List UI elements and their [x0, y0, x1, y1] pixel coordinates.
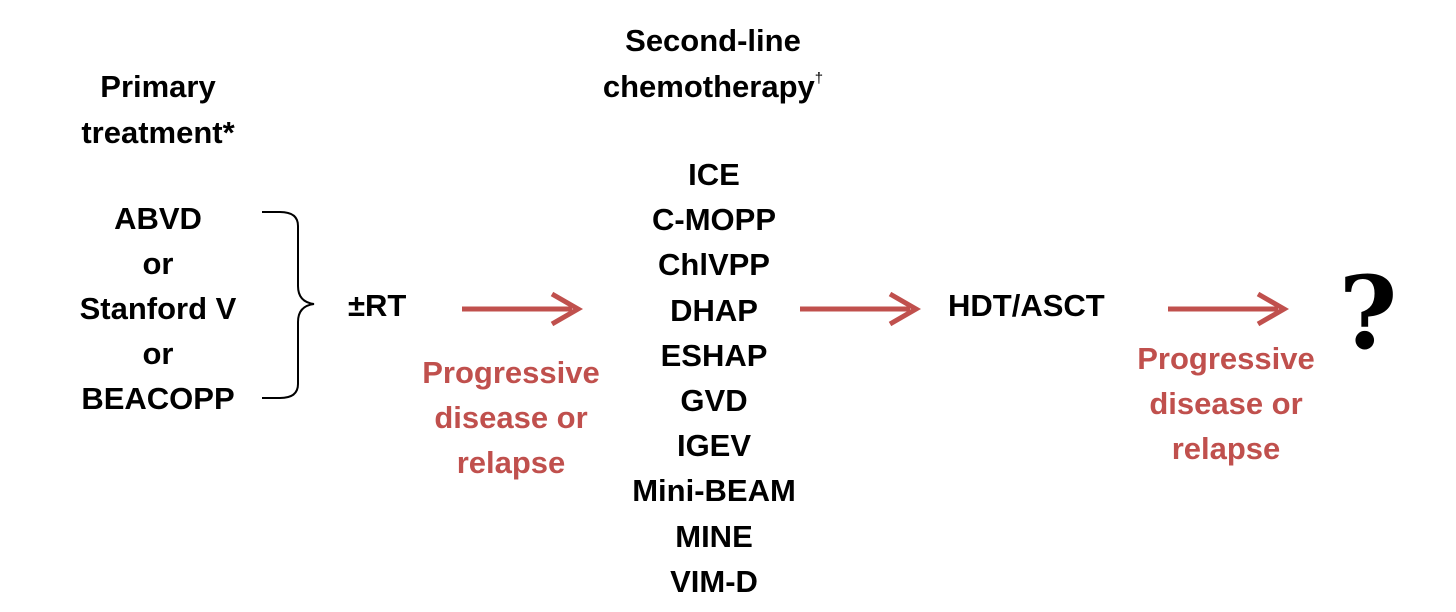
regimen-item: MINE	[675, 518, 753, 554]
primary-bracket	[262, 211, 315, 399]
primary-heading-line: Primary	[100, 69, 216, 104]
primary-option: Stanford V	[79, 291, 237, 326]
second-line-heading-line: Second-line	[625, 23, 801, 58]
progression-line: relapse	[456, 445, 566, 480]
progression-label-first: Progressive disease or relapse	[398, 350, 624, 485]
primary-option-connector: or	[142, 336, 174, 371]
hdt-asct-label: HDT/ASCT	[948, 288, 1105, 323]
second-line-heading-line: chemotherapy†	[560, 64, 866, 110]
regimen-item: Mini-BEAM	[632, 473, 796, 509]
second-line-heading-word: chemotherapy	[602, 69, 815, 104]
regimen-item: ICE	[688, 157, 740, 192]
regimen-item: DHAP	[670, 292, 758, 328]
arrow-to-unknown	[1168, 291, 1290, 327]
question-mark-icon: ?	[1338, 254, 1398, 372]
regimen-item: IGEV	[676, 428, 752, 464]
arrow-to-second-line	[462, 291, 584, 327]
regimen-item: ESHAP	[660, 337, 768, 373]
primary-option-connector: or	[142, 246, 174, 281]
second-line-regimen-list: ICE C-MOPP ChlVPP DHAP ESHAP GVD IGEV Mi…	[590, 152, 838, 604]
primary-option: ABVD	[114, 201, 202, 236]
regimen-item: VIM-D	[670, 563, 758, 599]
progression-line: Progressive	[1137, 341, 1315, 376]
progression-line: relapse	[1171, 431, 1281, 466]
regimen-item: ChlVPP	[658, 247, 770, 283]
regimen-item: C-MOPP	[652, 202, 776, 238]
primary-treatment-heading: Primary treatment*	[40, 64, 276, 156]
primary-heading-line: treatment*	[81, 115, 235, 150]
rt-label: ±RT	[348, 288, 407, 323]
progression-line: disease or	[434, 400, 588, 435]
dagger-footnote-mark: †	[814, 70, 824, 87]
second-line-heading: Second-line chemotherapy†	[560, 18, 866, 110]
progression-label-second: Progressive disease or relapse	[1108, 336, 1344, 471]
arrow-to-hdt-asct	[800, 291, 922, 327]
progression-line: Progressive	[422, 355, 600, 390]
regimen-item: GVD	[680, 383, 748, 419]
progression-line: disease or	[1149, 386, 1303, 421]
primary-option: BEACOPP	[81, 381, 235, 416]
primary-treatment-options: ABVD or Stanford V or BEACOPP	[40, 196, 276, 421]
